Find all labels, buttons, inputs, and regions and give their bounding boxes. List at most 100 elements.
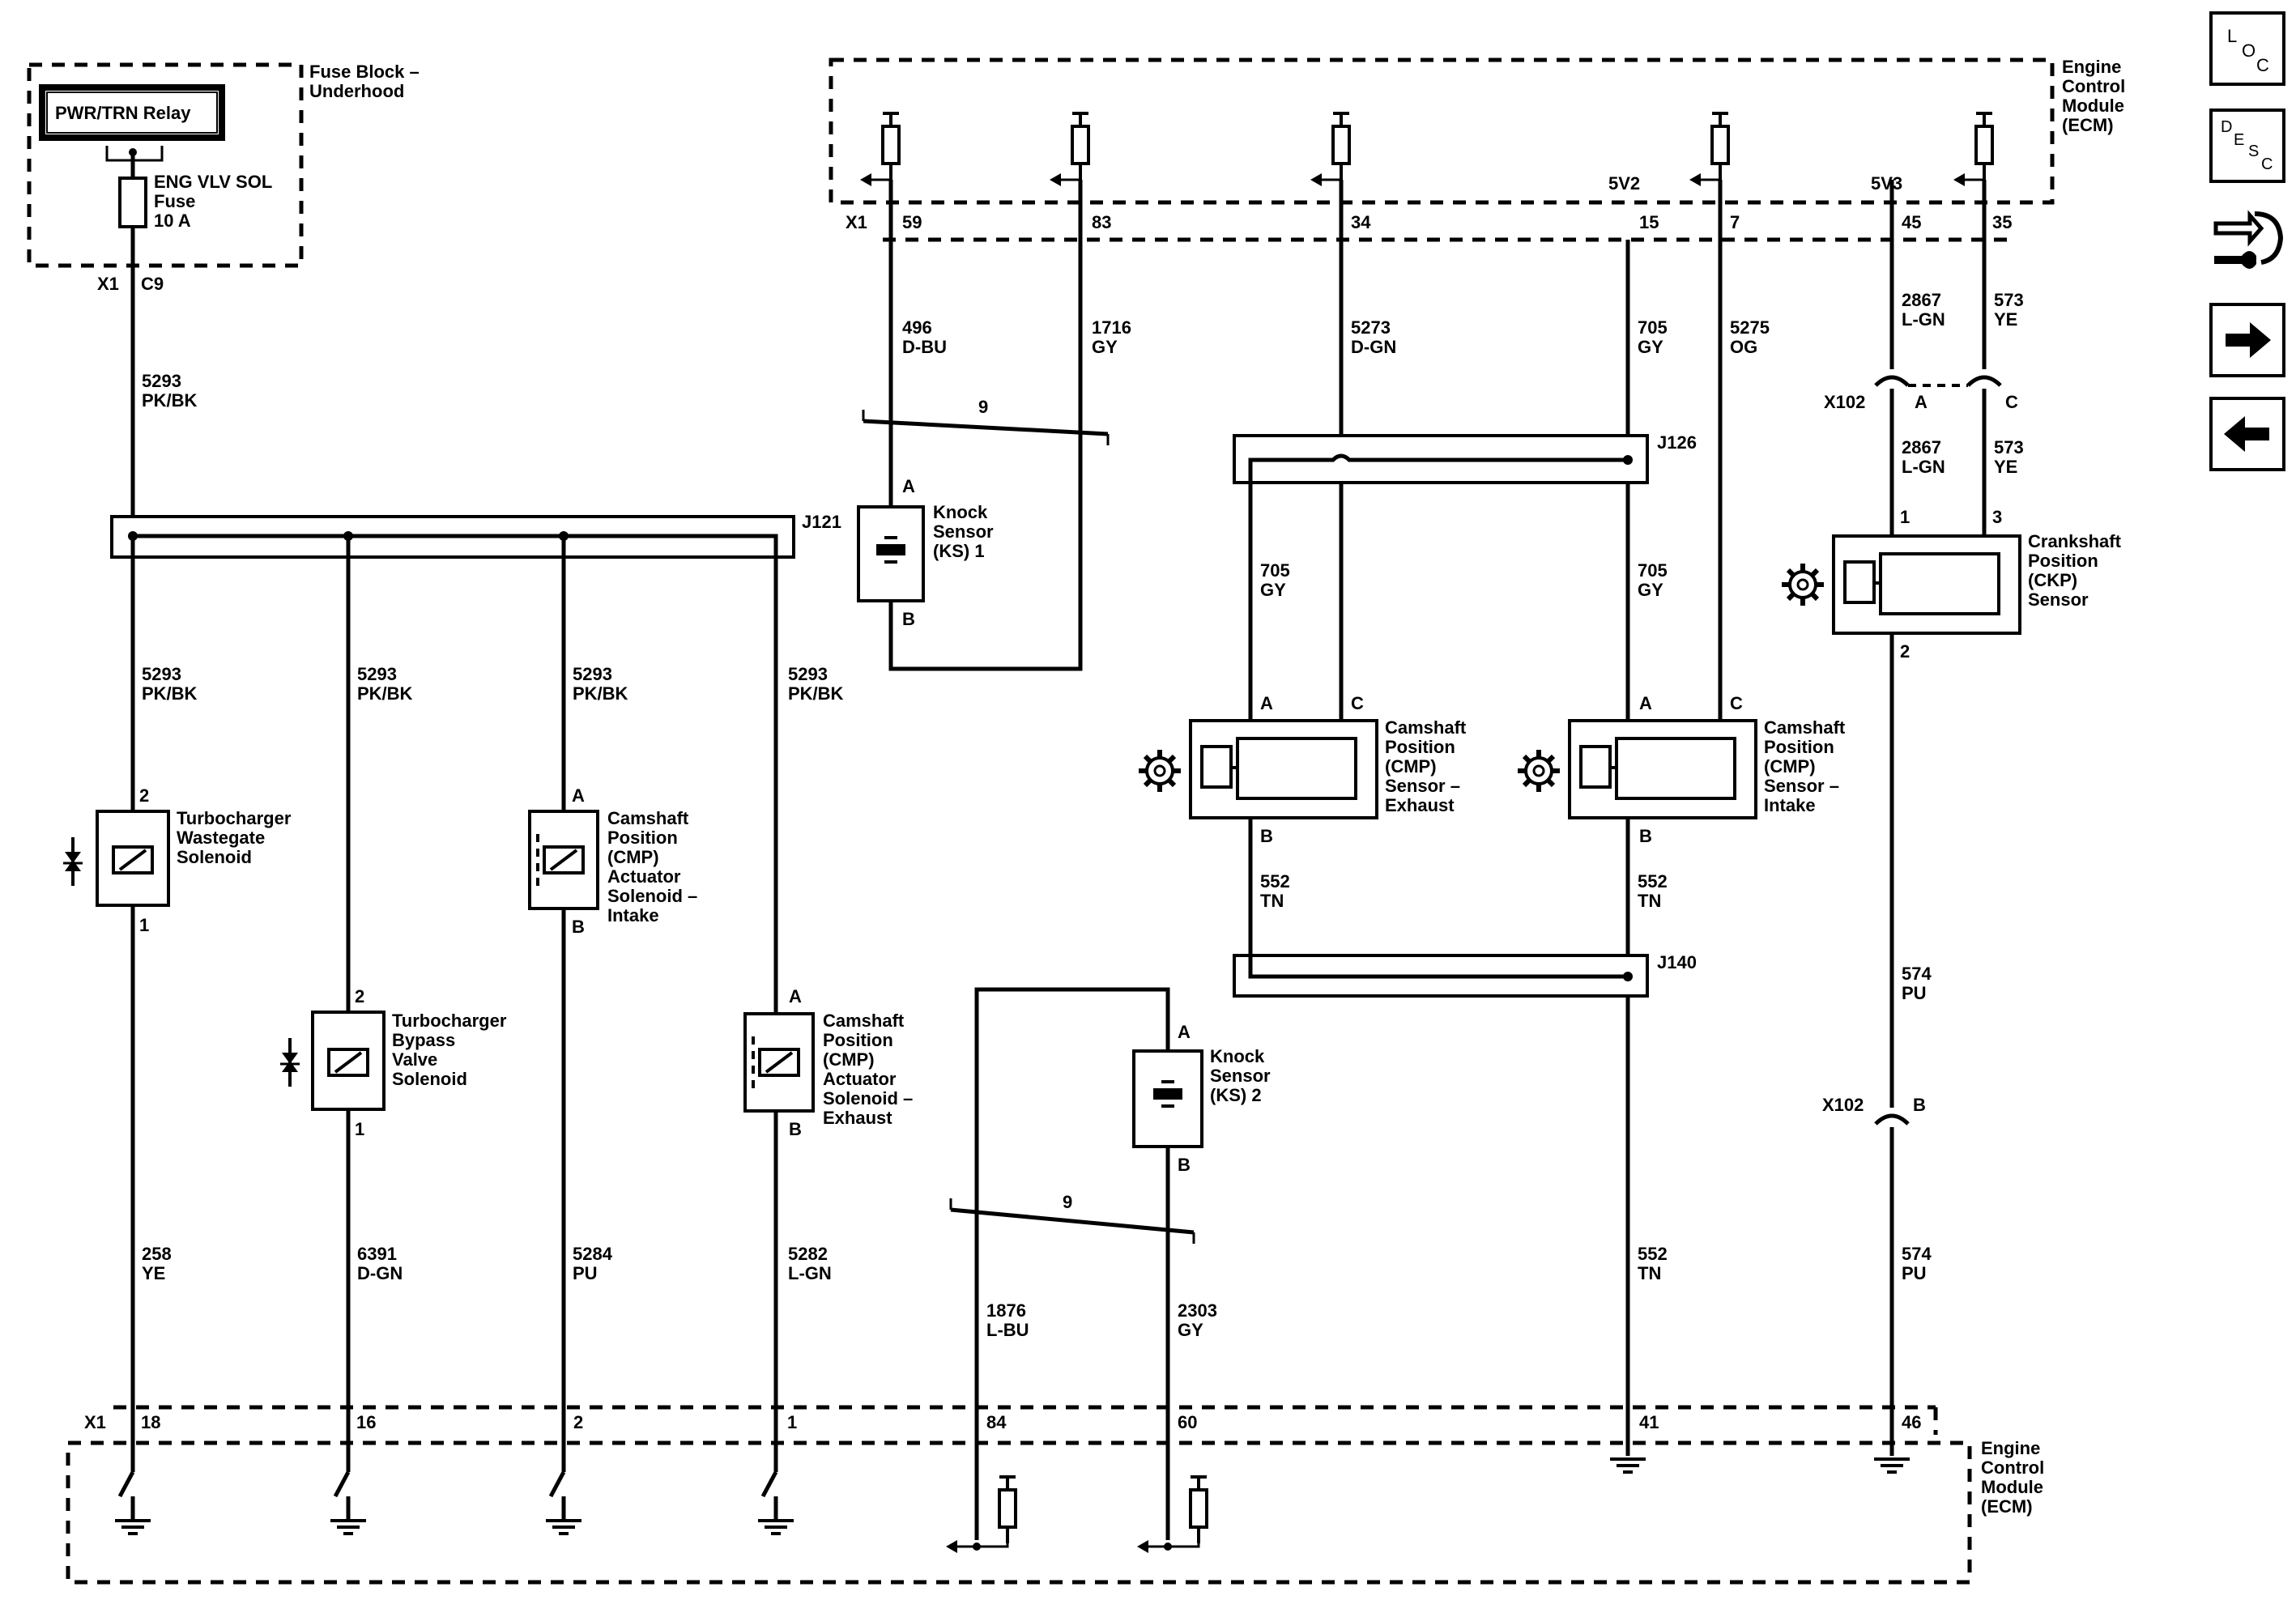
cmp-act-exhaust-label-2: Position (823, 1030, 893, 1050)
wire-5293-b-color: PK/BK (357, 683, 413, 704)
wire-1876-color: L-BU (986, 1320, 1029, 1340)
gear-icon (1782, 564, 1824, 606)
fuse-label-3: 10 A (154, 211, 191, 231)
wire-5273-color: D-GN (1351, 337, 1396, 357)
wire-258-color: YE (142, 1263, 165, 1283)
desc-letter-c: C (2261, 155, 2273, 173)
ecm-bottom-pin-46: 46 (1902, 1412, 1921, 1432)
cmp-act-intake-label-2: Position (607, 828, 678, 848)
cmp-exhaust-pin-a: A (1260, 693, 1273, 713)
fuse-block: Fuse Block – Underhood PWR/TRN Relay ENG… (27, 62, 420, 294)
wire-552-r-num: 552 (1638, 871, 1668, 891)
camshaft-sensor-circuits: 5273 D-GN 705 GY 5275 OG J126 705 GY 705… (1139, 180, 1846, 1474)
cmp-actuator-solenoid-intake: A B Camshaft Position (CMP) Actuator Sol… (528, 785, 697, 937)
cmp-intake-pin-a: A (1639, 693, 1652, 713)
solenoid-coil-icon (327, 1048, 369, 1077)
bypass-label-2: Bypass (392, 1030, 455, 1050)
cmp-act-exhaust-label-5: Solenoid – (823, 1088, 913, 1108)
cmp-act-intake-label-6: Intake (607, 905, 659, 926)
wastegate-label-3: Solenoid (177, 847, 252, 867)
wastegate-pin-1: 1 (139, 915, 149, 935)
ecm-top-pin-83: 83 (1092, 212, 1111, 232)
fuse-symbol (118, 177, 147, 228)
cmp-intake-pin-c: C (1730, 693, 1743, 713)
connector-wrench-button[interactable] (2209, 206, 2285, 279)
cmp-intake-label-3: (CMP) (1764, 756, 1816, 777)
bypass-label-1: Turbocharger (392, 1011, 507, 1031)
power-feed: 5293 PK/BK J121 (110, 227, 841, 559)
ecm-top-outline (829, 57, 2055, 205)
cmp-exhaust-label-3: (CMP) (1385, 756, 1437, 777)
ckp-label-1: Crankshaft (2028, 531, 2122, 551)
wire-705-l-num: 705 (1260, 560, 1290, 581)
twisted-pair-marker (863, 419, 1109, 436)
ecm-bottom-pin-41: 41 (1639, 1412, 1659, 1432)
ecm-top-conn: X1 (846, 212, 867, 232)
loc-letter-l: L (2227, 26, 2238, 46)
wire-5293-c-num: 5293 (573, 664, 612, 684)
connector-wrench-icon (2213, 210, 2284, 269)
wire-1876-num: 1876 (986, 1300, 1026, 1321)
ckp-label-2: Position (2028, 551, 2098, 571)
splice-j140-label: J140 (1657, 952, 1697, 972)
cmp-act-intake-pin-a: A (572, 785, 585, 806)
ks2-label-1: Knock (1210, 1046, 1265, 1066)
prev-page-button[interactable] (2209, 397, 2285, 471)
twist-count-2: 9 (1063, 1192, 1072, 1212)
wire-705-top-color: GY (1638, 337, 1663, 357)
ecm-bottom-conn: X1 (84, 1412, 106, 1432)
ecm-top-internal-circuits (860, 112, 1994, 186)
cmp-act-intake-label-5: Solenoid – (607, 886, 697, 906)
wire-1716-num: 1716 (1092, 317, 1131, 338)
fuse-block-outline (27, 62, 304, 268)
ground-icon (1872, 1457, 1911, 1474)
cmp-act-intake-label-4: Actuator (607, 866, 681, 887)
ks1-pin-b: B (902, 609, 915, 629)
knock-sensor-1-circuit: 496 D-BU 1716 GY 9 A B Knock Sensor (KS)… (857, 180, 1131, 671)
loc-button[interactable]: L O C (2209, 11, 2285, 86)
x102-b-conn: X102 (1822, 1095, 1864, 1115)
wastegate-pin-2: 2 (139, 785, 149, 806)
cmp-exhaust-label-2: Position (1385, 737, 1455, 757)
ckp-label-4: Sensor (2028, 589, 2089, 610)
wire-5293-top-color: PK/BK (142, 390, 198, 411)
cmp-intake-label-4: Sensor – (1764, 776, 1839, 796)
twisted-pair-marker (950, 1207, 1195, 1235)
ks1-pin-a: A (902, 476, 915, 496)
wire-258-num: 258 (142, 1244, 172, 1264)
ecm-bottom-title-4: (ECM) (1981, 1496, 2033, 1517)
wire-5284-color: PU (573, 1263, 598, 1283)
ecm-top-pin-45: 45 (1902, 212, 1921, 232)
arrow-left-icon (2224, 416, 2269, 452)
ecm-top-pin-7: 7 (1730, 212, 1740, 232)
hall-element-icon (1579, 745, 1612, 789)
turbocharger-bypass-valve-solenoid: 2 1 Turbocharger Bypass Valve Solenoid (280, 986, 507, 1139)
cmp-act-exhaust-label-4: Actuator (823, 1069, 897, 1089)
wire-1716-color: GY (1092, 337, 1118, 357)
ecm-top-title-1: Engine (2062, 57, 2121, 77)
cmp-exhaust-label-5: Exhaust (1385, 795, 1455, 815)
cmp-sensor-intake: A C B Camshaft Position (CMP) Sensor – I… (1518, 693, 1846, 846)
wire-5293-a-num: 5293 (142, 664, 181, 684)
fuse-block-title-2: Underhood (309, 81, 404, 101)
wire-573-top-color: YE (1994, 309, 2017, 330)
ecm-top: Engine Control Module (ECM) X1 59 83 34 … (829, 57, 2125, 242)
wire-5293-b-num: 5293 (357, 664, 397, 684)
cmp-exhaust-pin-b: B (1260, 826, 1273, 846)
bypass-pin-2: 2 (355, 986, 364, 1006)
cmp-act-intake-pin-b: B (572, 917, 585, 937)
bypass-pin-1: 1 (355, 1119, 364, 1139)
valve-arrows-icon (280, 1038, 300, 1087)
desc-button[interactable]: D E S C (2209, 109, 2285, 183)
ecm-bottom-title-3: Module (1981, 1477, 2043, 1497)
next-page-button[interactable] (2209, 303, 2285, 377)
ecm-top-pin-15: 15 (1639, 212, 1659, 232)
wire-5293-d-num: 5293 (788, 664, 828, 684)
wire-552-bot-color: TN (1638, 1263, 1661, 1283)
cmp-act-exhaust-pin-b: B (789, 1119, 802, 1139)
ecm-bottom-title-1: Engine (1981, 1438, 2040, 1458)
ground-icon (1608, 1457, 1647, 1474)
fuse-conn-label: X1 (97, 274, 119, 294)
connector-x102-ac: X102 A C (1824, 375, 2018, 412)
cmp-act-exhaust-label-6: Exhaust (823, 1108, 892, 1128)
